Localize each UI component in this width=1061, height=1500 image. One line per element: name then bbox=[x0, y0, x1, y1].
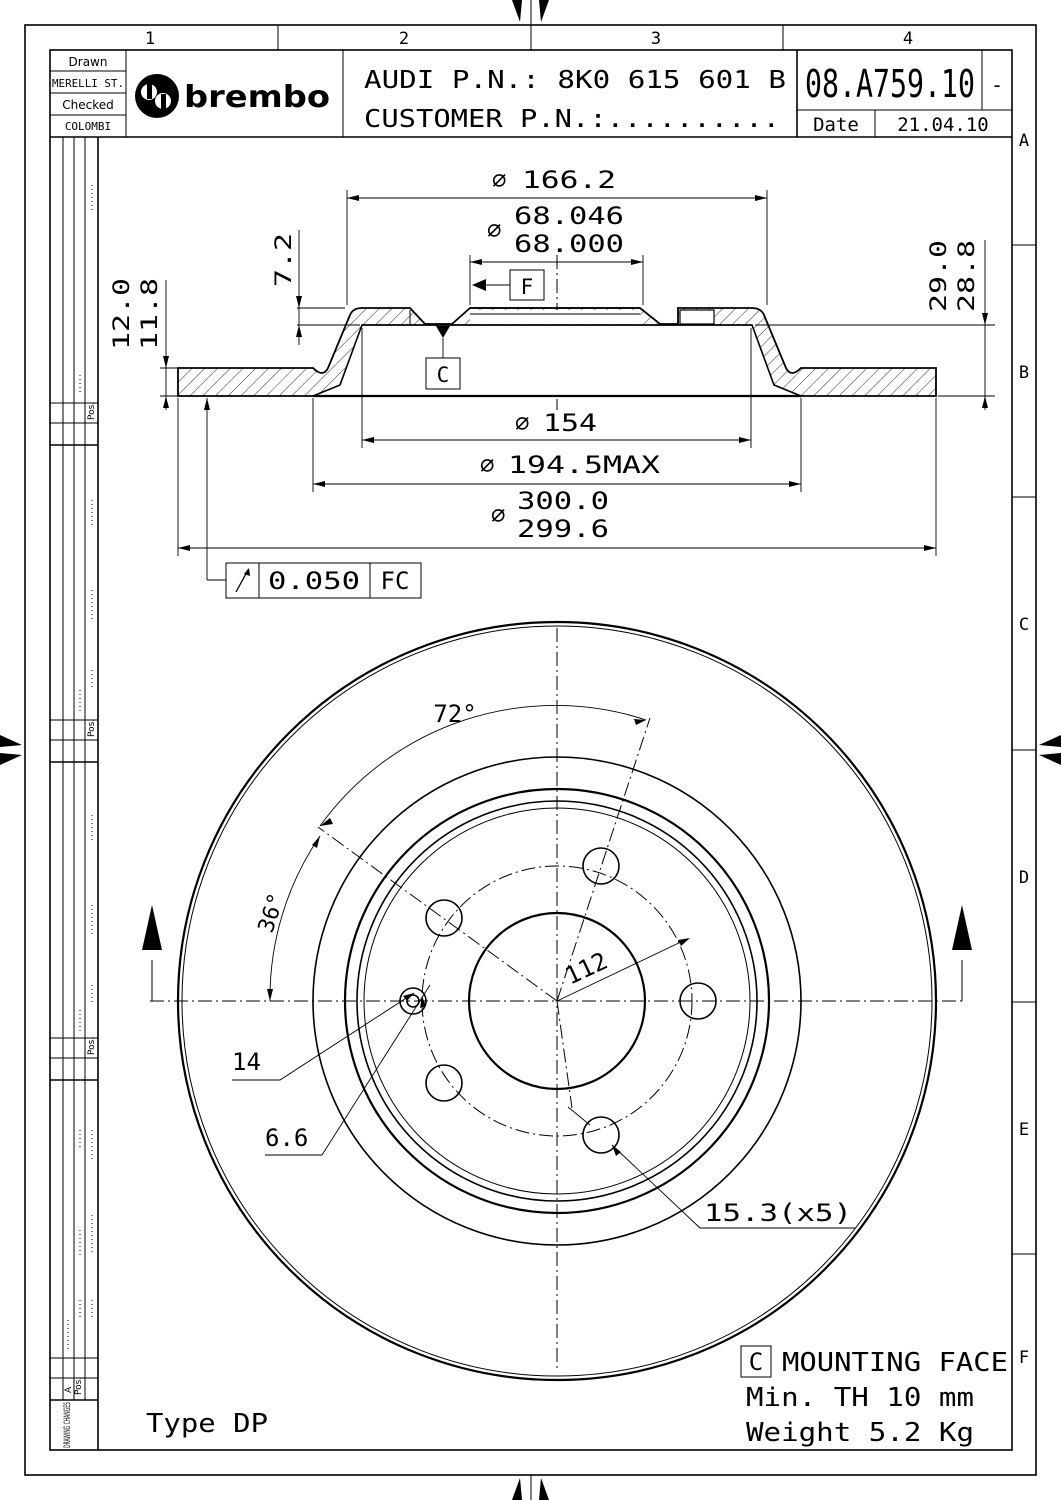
grid-row-c: C bbox=[1019, 615, 1029, 635]
grid-row-d: D bbox=[1019, 868, 1029, 888]
hole-14: 14 bbox=[232, 1048, 261, 1076]
grid-row-e: E bbox=[1019, 1120, 1029, 1140]
checked-by: COLOMBI bbox=[65, 120, 111, 133]
runout-tolerance-frame: 0.050 FC bbox=[225, 562, 422, 599]
dim-11-8: 11.8 bbox=[138, 278, 163, 350]
pos-label-4: Pos. bbox=[74, 1377, 84, 1395]
note-mounting-face: MOUNTING FACE bbox=[782, 1348, 1008, 1378]
notes: C MOUNTING FACE Min. TH 10 mm Weight 5.2… bbox=[146, 1345, 1008, 1448]
brand-name: brembo bbox=[184, 80, 330, 115]
dim-28-8: 28.8 bbox=[955, 240, 980, 312]
dia-symbol-4: ∅ bbox=[480, 451, 494, 479]
runout-icon bbox=[235, 568, 250, 593]
note-weight: Weight 5.2 Kg bbox=[746, 1418, 974, 1448]
oem-part-number: AUDI P.N.: 8K0 615 601 B bbox=[364, 65, 786, 94]
grid-col-2: 2 bbox=[399, 29, 409, 49]
note-datum-c: C bbox=[749, 1348, 763, 1376]
bolt-hole-diameter: 15.3(x5) bbox=[704, 1199, 852, 1227]
angle-36: 36° bbox=[254, 890, 290, 936]
grid-col-4: 4 bbox=[903, 29, 913, 49]
pos-label-1: Pos. bbox=[87, 402, 97, 420]
revision: - bbox=[991, 73, 1003, 97]
dia-symbol-3: ∅ bbox=[515, 409, 529, 437]
dim-68-000: 68.000 bbox=[514, 230, 624, 258]
grid-col-3: 3 bbox=[651, 29, 661, 49]
datum-c-section: C bbox=[437, 363, 450, 387]
checked-label: Checked bbox=[62, 98, 114, 112]
brembo-logo: brembo bbox=[135, 74, 330, 118]
dim-68-046: 68.046 bbox=[514, 202, 624, 230]
note-type: Type DP bbox=[146, 1409, 268, 1439]
section-view: ∅ 166.2 ∅ 68.046 68.000 F C 7.2 1 bbox=[110, 166, 995, 599]
runout-datums: FC bbox=[381, 567, 410, 595]
title-block: Drawn MERELLI ST. Checked COLOMBI brembo… bbox=[50, 50, 1012, 138]
datum-f: F bbox=[521, 275, 534, 299]
hole-6-6: 6.6 bbox=[265, 1124, 308, 1152]
grid-col-1: 1 bbox=[145, 29, 155, 49]
bolt-holes bbox=[399, 847, 717, 1154]
pos-label-2: Pos. bbox=[87, 719, 97, 737]
grid-row-f: F bbox=[1019, 1348, 1029, 1368]
front-view: 72° 36° 112 14 6.6 15.3(x5) bbox=[142, 620, 972, 1382]
runout-value: 0.050 bbox=[268, 567, 360, 595]
grid-row-b: B bbox=[1019, 363, 1029, 383]
dia-symbol-1: ∅ bbox=[492, 166, 506, 194]
pcd-112: 112 bbox=[561, 947, 612, 991]
dim-299-6: 299.6 bbox=[517, 515, 609, 543]
pos-label-3: Pos. bbox=[87, 1037, 97, 1055]
drawing-changes-label: DRAWING CHANGES bbox=[63, 1402, 73, 1448]
grid-row-a: A bbox=[1019, 131, 1029, 151]
dim-7-2: 7.2 bbox=[272, 233, 297, 287]
angle-72: 72° bbox=[433, 700, 476, 728]
date-value: 21.04.10 bbox=[897, 114, 989, 136]
date-label: Date bbox=[813, 114, 859, 136]
note-min-thickness: Min. TH 10 mm bbox=[746, 1383, 974, 1413]
drawn-by: MERELLI ST. bbox=[52, 77, 124, 90]
dim-154: 154 bbox=[543, 409, 597, 437]
dim-12-0: 12.0 bbox=[110, 278, 135, 350]
drawing-number: 08.A759.10 bbox=[805, 62, 975, 106]
dia-symbol-2: ∅ bbox=[487, 216, 501, 244]
dia-symbol-5: ∅ bbox=[491, 501, 505, 529]
grid-column-labels: 1 2 3 4 bbox=[145, 29, 913, 49]
dim-300-0: 300.0 bbox=[517, 487, 609, 515]
dim-194-5max: 194.5MAX bbox=[508, 451, 661, 479]
customer-part-number: CUSTOMER P.N.:.......... bbox=[364, 104, 780, 133]
dim-29-0: 29.0 bbox=[927, 240, 952, 312]
a-label: A bbox=[64, 1386, 74, 1393]
side-strip: Pos. Pos. Pos. Pos. A DRAWING CHANGES bbox=[50, 137, 99, 1450]
grid-row-labels: A B C D E F bbox=[1019, 131, 1029, 1368]
dim-166-2: 166.2 bbox=[522, 166, 616, 194]
drawn-label: Drawn bbox=[69, 55, 108, 69]
